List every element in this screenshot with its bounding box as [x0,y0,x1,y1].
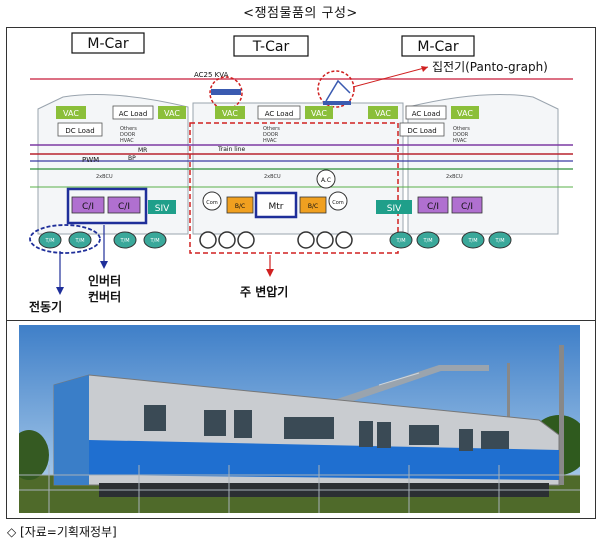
svg-text:HVAC: HVAC [120,138,134,144]
trailer-wheels [199,231,353,249]
svg-text:Com: Com [206,200,218,206]
svg-text:VAC: VAC [63,109,79,118]
traction-motors-left: T/M T/M T/M T/M [29,224,167,254]
svg-text:VAC: VAC [457,109,473,118]
svg-text:T/M: T/M [422,238,432,244]
svg-text:C/I: C/I [461,202,473,212]
svg-text:BP: BP [128,155,136,162]
svg-text:2xBCU: 2xBCU [264,174,281,180]
svg-text:T/M: T/M [149,238,159,244]
svg-text:A.C: A.C [321,177,331,184]
m-car-left-label: M-Car [87,36,128,52]
converter-label: 컨버터 [88,289,121,304]
svg-text:VAC: VAC [222,109,238,118]
svg-text:SIV: SIV [155,204,170,214]
svg-text:T/M: T/M [44,238,54,244]
svg-text:AC Load: AC Load [265,110,294,118]
source-note: ◇ [자료=기획재정부] [7,525,117,539]
svg-text:DOOR: DOOR [120,132,136,138]
svg-text:Com: Com [332,200,344,206]
svg-text:T/M: T/M [74,238,84,244]
svg-text:2xBCU: 2xBCU [446,174,463,180]
svg-text:HVAC: HVAC [263,138,277,144]
svg-text:VAC: VAC [375,109,391,118]
svg-text:PWM: PWM [82,156,99,164]
svg-text:DOOR: DOOR [453,132,469,138]
main-transformer-label: 주 변압기 [240,284,288,299]
frame-divider [6,320,595,321]
svg-text:DC Load: DC Load [407,127,436,135]
svg-text:B/C: B/C [308,203,318,210]
svg-text:HVAC: HVAC [453,138,467,144]
m-car-right-label: M-Car [417,39,458,55]
svg-text:T/M: T/M [119,238,129,244]
svg-text:B/C: B/C [235,203,245,210]
svg-text:Others: Others [263,126,280,132]
svg-text:SIV: SIV [387,204,402,214]
svg-text:MR: MR [138,147,147,154]
svg-text:T/M: T/M [467,238,477,244]
svg-text:VAC: VAC [311,109,327,118]
svg-text:Others: Others [453,126,470,132]
ac-power-label: AC25 KVA [194,71,229,79]
svg-text:T/M: T/M [494,238,504,244]
train-photo [19,325,580,513]
svg-text:VAC: VAC [164,109,180,118]
svg-text:AC Load: AC Load [412,110,441,118]
svg-text:C/I: C/I [82,202,94,212]
svg-text:C/I: C/I [118,202,130,212]
svg-text:DOOR: DOOR [263,132,279,138]
svg-text:2xBCU: 2xBCU [96,174,113,180]
inverter-label: 인버터 [88,273,121,288]
svg-text:T/M: T/M [395,238,405,244]
t-car-label: T-Car [252,39,290,55]
traction-motors-right: T/M T/M T/M T/M [389,231,512,249]
svg-text:AC Load: AC Load [119,110,148,118]
svg-text:C/I: C/I [427,202,439,212]
train-schematic: M-Car T-Car M-Car AC25 KVA 집전기(Panto-gra… [29,32,573,314]
figure-title: <쟁점물품의 구성> [243,6,358,21]
traction-motor-label: 전동기 [29,299,62,314]
svg-text:Mtr: Mtr [269,202,284,212]
svg-text:Train line: Train line [217,146,245,153]
svg-text:Others: Others [120,126,137,132]
pantograph-label: 집전기(Panto-graph) [432,60,548,74]
svg-text:DC Load: DC Load [65,127,94,135]
